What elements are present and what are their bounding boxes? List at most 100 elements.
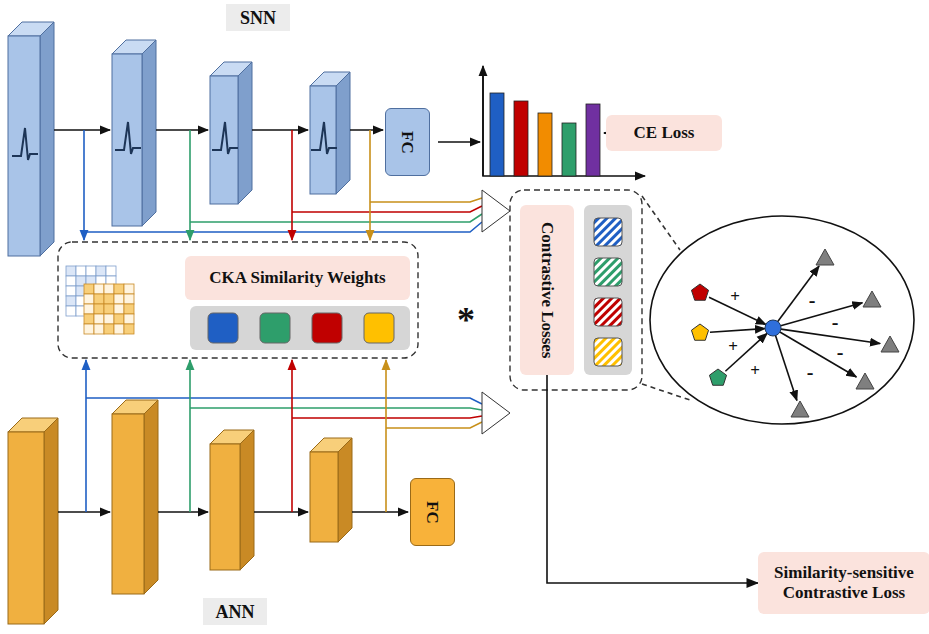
- feature-tap: [291, 130, 293, 240]
- hatched-swatch: [594, 338, 622, 366]
- merge-triangle: [482, 392, 510, 434]
- negative-push: [780, 332, 856, 377]
- matrix-cell: [76, 266, 86, 276]
- matrix-cell: [124, 304, 134, 314]
- network-name: SNN: [240, 9, 276, 27]
- matrix-cell: [114, 294, 124, 304]
- label-ground: [226, 4, 290, 31]
- weight-swatch: [208, 313, 238, 343]
- fc-layer: FC: [410, 478, 455, 546]
- hatched-swatch: [594, 298, 622, 326]
- matrix-cell: [66, 296, 76, 306]
- bar: [490, 93, 504, 176]
- flow-arrow: [58, 511, 110, 513]
- positive-sign: +: [750, 362, 760, 379]
- feature-tap: [189, 130, 191, 240]
- loss-box: CE Loss: [606, 115, 722, 151]
- matrix-cell: [86, 266, 96, 276]
- feature-tap: [86, 398, 482, 404]
- matrix-cell: [84, 314, 94, 324]
- network-name: ANN: [216, 603, 255, 621]
- negative-push: [781, 303, 863, 326]
- feature-tap: [292, 416, 482, 418]
- loss-box: CKA Similarity Weights: [185, 256, 410, 300]
- positive-sample: [709, 369, 726, 385]
- positive-pull: [710, 329, 765, 333]
- negative-sample: [816, 249, 834, 265]
- matrix-cell: [84, 284, 94, 294]
- matrix-cell: [66, 276, 76, 286]
- matrix-cell: [84, 294, 94, 304]
- matrix-cell: [94, 314, 104, 324]
- fc-layer: FC: [385, 108, 430, 176]
- flow-arrow: [352, 511, 408, 513]
- matrix-cell: [124, 284, 134, 294]
- matrix-cell: [104, 284, 114, 294]
- matrix-cell: [66, 306, 76, 316]
- positive-sample: [691, 324, 708, 340]
- feature-tap: [84, 222, 482, 232]
- flow-arrow: [438, 141, 480, 143]
- positive-sign: +: [728, 338, 738, 355]
- positive-pull: [725, 333, 767, 371]
- matrix-cell: [66, 286, 76, 296]
- flow-arrow: [156, 129, 208, 131]
- matrix-cell: [104, 304, 114, 314]
- bar: [562, 123, 576, 176]
- negative-sign: -: [837, 342, 844, 362]
- snn-layer: [112, 40, 156, 226]
- bar: [586, 104, 600, 176]
- loss-panel: [584, 205, 632, 375]
- matrix-cell: [104, 314, 114, 324]
- snn-layer: [8, 22, 54, 256]
- flow-arrow: [252, 129, 308, 131]
- matrix-cell: [114, 314, 124, 324]
- ann-layer: [210, 430, 254, 570]
- feature-tap: [370, 198, 482, 202]
- matrix-cell: [66, 266, 76, 276]
- dashed-group: [58, 242, 418, 358]
- matrix-cell: [124, 294, 134, 304]
- weight-swatch: [312, 313, 342, 343]
- label-ground: [203, 598, 267, 625]
- weight-swatch: [260, 313, 290, 343]
- feature-tap: [386, 422, 482, 428]
- node-label: CE Loss: [634, 123, 695, 143]
- flow-arrow: [54, 129, 110, 131]
- loss-box: Similarity-sensitive Contrastive Loss: [758, 552, 929, 614]
- merge-triangle: [482, 190, 510, 232]
- matrix-cell: [94, 304, 104, 314]
- feature-tap: [190, 214, 482, 222]
- node-label: Contrastive Losses: [537, 222, 557, 358]
- negative-sample: [791, 401, 809, 417]
- feature-tap: [85, 360, 87, 512]
- matrix-cell: [114, 284, 124, 294]
- negative-push: [778, 266, 819, 322]
- negative-push: [776, 336, 797, 401]
- matrix-cell: [84, 324, 94, 334]
- negative-sample: [856, 373, 874, 389]
- feature-tap: [369, 130, 371, 240]
- spike-icon: [12, 128, 38, 160]
- bar: [514, 101, 528, 176]
- spike-icon: [115, 122, 141, 154]
- feature-tap: [385, 360, 387, 512]
- flow-arrow: [158, 511, 208, 513]
- weight-panel: [190, 306, 410, 350]
- negative-sample: [863, 291, 881, 307]
- matrix-cell: [124, 314, 134, 324]
- hatched-swatch: [594, 258, 622, 286]
- matrix-cell: [114, 324, 124, 334]
- negative-sign: -: [807, 362, 814, 382]
- node-label: FC: [398, 131, 418, 154]
- bar: [538, 113, 552, 176]
- feature-tap: [190, 408, 482, 410]
- matrix-cell: [94, 324, 104, 334]
- matrix-cell: [94, 294, 104, 304]
- flow-arrow: [350, 129, 383, 131]
- feature-tap: [189, 360, 191, 512]
- ann-layer: [310, 438, 352, 542]
- anchor-sample: [765, 320, 781, 336]
